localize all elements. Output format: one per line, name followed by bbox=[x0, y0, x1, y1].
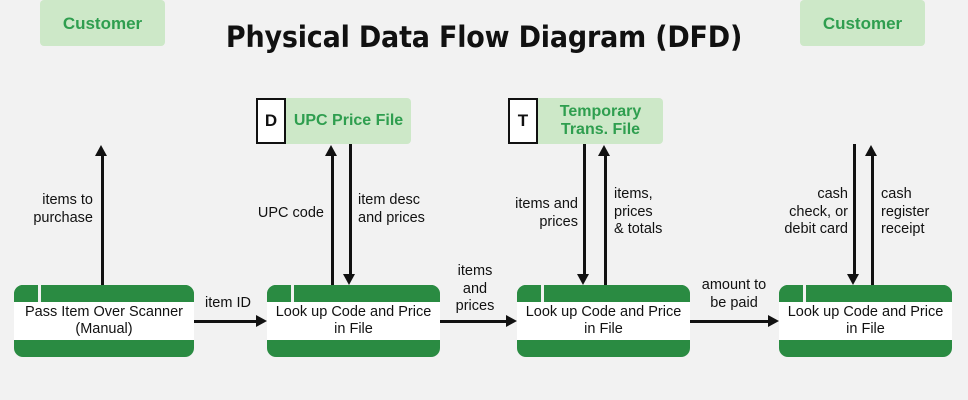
process-2-top-band bbox=[267, 285, 440, 302]
process-1-notch-divider bbox=[38, 285, 41, 302]
process-1-body: Pass Item Over Scanner (Manual) bbox=[14, 302, 194, 340]
flow-line-upc-code bbox=[331, 155, 334, 285]
process-look-up-code-2[interactable]: Look up Code and Price in File bbox=[267, 285, 440, 357]
arrow-item-desc-and-prices bbox=[343, 274, 355, 285]
flow-label-cash-check-debit: cash check, or debit card bbox=[784, 186, 848, 237]
flow-label-amount-to-be-paid: amount to be paid bbox=[701, 277, 767, 311]
data-store-upc-label: UPC Price File bbox=[286, 98, 411, 144]
flow-label-items-prices-totals: items, prices & totals bbox=[614, 186, 663, 237]
flow-line-items-to-purchase bbox=[101, 155, 104, 285]
flow-label-item-id: item ID bbox=[205, 295, 251, 311]
process-4-notch-divider bbox=[803, 285, 806, 302]
process-2-body: Look up Code and Price in File bbox=[267, 302, 440, 340]
flow-line-item-desc-and-prices bbox=[349, 144, 352, 274]
process-3-notch-divider bbox=[541, 285, 544, 302]
flow-label-items-and-prices: items and prices bbox=[455, 263, 495, 314]
process-1-top-band bbox=[14, 285, 194, 302]
arrow-item-id bbox=[256, 315, 267, 327]
process-2-notch-divider bbox=[291, 285, 294, 302]
arrow-amount-to-be-paid bbox=[768, 315, 779, 327]
entity-customer-right-label: Customer bbox=[822, 13, 903, 33]
flow-label-items-and-prices-store: items and prices bbox=[515, 196, 578, 230]
process-look-up-code-4[interactable]: Look up Code and Price in File bbox=[779, 285, 952, 357]
page-title: Physical Data Flow Diagram (DFD) bbox=[225, 20, 743, 54]
entity-customer-right[interactable]: Customer bbox=[800, 0, 925, 46]
data-store-temp-tag: T bbox=[508, 98, 538, 144]
process-pass-item-over-scanner[interactable]: Pass Item Over Scanner (Manual) bbox=[14, 285, 194, 357]
flow-line-items-and-prices-store bbox=[583, 144, 586, 274]
process-1-label: Pass Item Over Scanner (Manual) bbox=[25, 304, 183, 337]
flow-label-items-to-purchase: items to purchase bbox=[33, 192, 93, 226]
entity-customer-left-label: Customer bbox=[62, 13, 143, 33]
process-3-top-band bbox=[517, 285, 690, 302]
flow-label-item-desc-and-prices: item desc and prices bbox=[358, 192, 425, 226]
arrow-items-and-prices-store bbox=[577, 274, 589, 285]
arrow-items-to-purchase bbox=[95, 145, 107, 156]
arrow-cash-register-receipt bbox=[865, 145, 877, 156]
flow-label-upc-code: UPC code bbox=[257, 205, 324, 221]
arrow-cash-check-debit bbox=[847, 274, 859, 285]
flow-line-amount-to-be-paid bbox=[690, 320, 768, 323]
flow-line-item-id bbox=[194, 320, 256, 323]
data-store-temp-label: Temporary Trans. File bbox=[538, 98, 663, 144]
flow-line-cash-check-debit bbox=[853, 144, 856, 274]
process-look-up-code-3[interactable]: Look up Code and Price in File bbox=[517, 285, 690, 357]
arrow-upc-code bbox=[325, 145, 337, 156]
process-4-body: Look up Code and Price in File bbox=[779, 302, 952, 340]
data-store-upc-price-file[interactable]: D UPC Price File bbox=[256, 98, 411, 144]
flow-line-cash-register-receipt bbox=[871, 155, 874, 285]
entity-customer-left[interactable]: Customer bbox=[40, 0, 165, 46]
flow-line-items-prices-totals bbox=[604, 155, 607, 285]
arrow-items-prices-totals bbox=[598, 145, 610, 156]
arrow-items-and-prices bbox=[506, 315, 517, 327]
process-4-label: Look up Code and Price in File bbox=[787, 304, 944, 337]
data-store-temporary-trans-file[interactable]: T Temporary Trans. File bbox=[508, 98, 663, 144]
flow-label-cash-register-receipt: cash register receipt bbox=[881, 186, 930, 237]
process-4-top-band bbox=[779, 285, 952, 302]
flow-line-items-and-prices bbox=[440, 320, 506, 323]
process-3-label: Look up Code and Price in File bbox=[525, 304, 682, 337]
process-2-label: Look up Code and Price in File bbox=[275, 304, 432, 337]
data-store-upc-tag: D bbox=[256, 98, 286, 144]
process-3-body: Look up Code and Price in File bbox=[517, 302, 690, 340]
